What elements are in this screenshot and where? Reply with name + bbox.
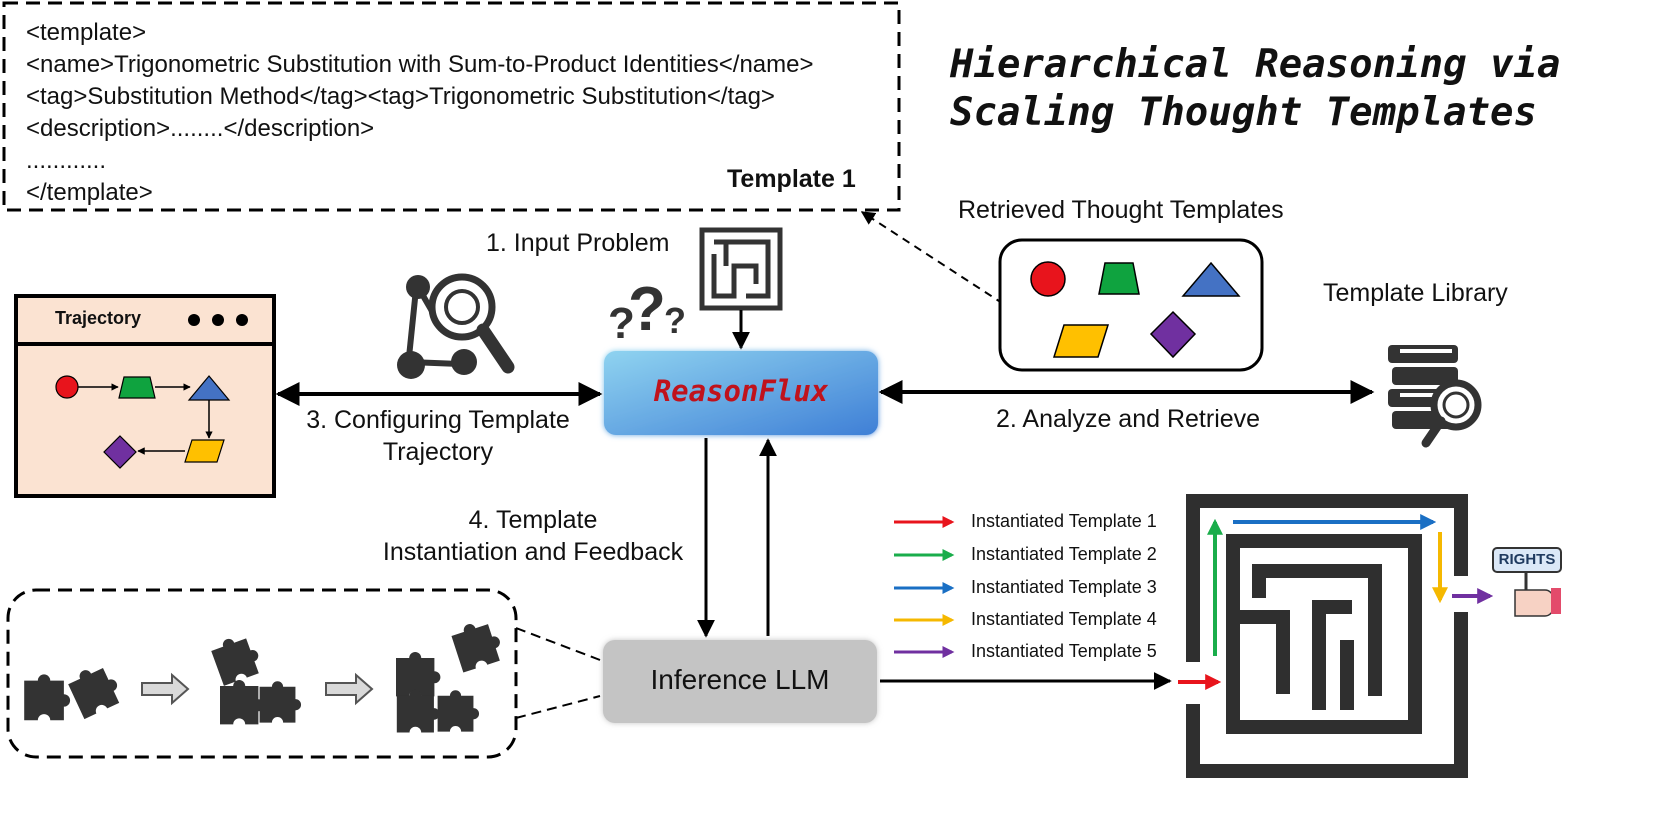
maze-input-icon	[699, 227, 783, 311]
puzzle-step-arrow-1	[141, 672, 190, 706]
blue-triangle-shape	[1181, 261, 1241, 297]
trajectory-panel	[14, 294, 276, 498]
template-box	[2, 1, 901, 212]
inference-llm-box	[603, 640, 877, 723]
trajectory-dot-1	[188, 314, 200, 326]
puzzle-link-bottom	[515, 695, 601, 719]
rights-sign-icon	[1492, 547, 1562, 617]
yellow-parallelogram-shape	[1052, 324, 1110, 358]
purple-diamond-shape	[1149, 310, 1197, 359]
retrieved-templates-box	[998, 238, 1264, 372]
trajectory-dot-2	[212, 314, 224, 326]
svg-text:?: ?	[608, 299, 635, 348]
template-link-arrow	[860, 211, 1063, 343]
svg-text:?: ?	[628, 275, 666, 344]
solution-maze	[1186, 494, 1468, 778]
puzzle-pieces-icon	[24, 616, 506, 733]
graph-search-icon	[397, 273, 515, 379]
puzzle-step-arrow-2	[325, 672, 374, 706]
puzzle-link-top	[515, 627, 601, 661]
green-trapezoid-shape	[1098, 262, 1140, 295]
trajectory-dot-3	[236, 314, 248, 326]
template-library-icon	[1388, 345, 1482, 448]
solution-path	[1178, 514, 1494, 690]
legend-arrows	[894, 516, 955, 658]
reasonflux-box	[604, 351, 878, 435]
question-marks-icon: ? ? ?	[608, 275, 686, 348]
red-circle-shape	[1030, 261, 1066, 297]
puzzle-box	[6, 588, 518, 759]
svg-text:?: ?	[664, 300, 686, 341]
